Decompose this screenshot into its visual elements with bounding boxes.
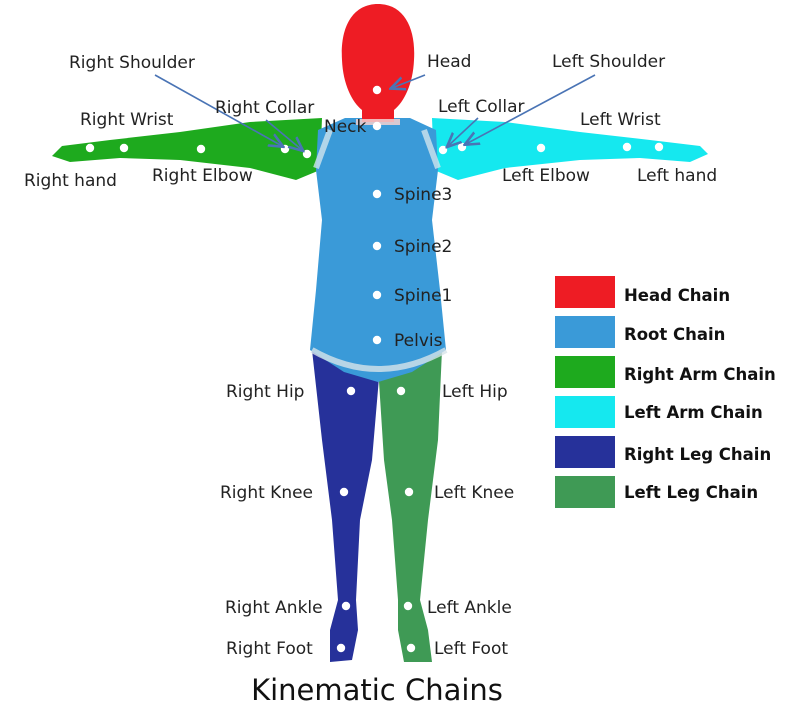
joint-left-wrist [623, 143, 631, 151]
joint-left-hand [655, 143, 663, 151]
joint-right-foot [337, 644, 345, 652]
label-head: Head [427, 52, 471, 72]
joint-left-shoulder [458, 143, 466, 151]
joint-left-collar [439, 146, 447, 154]
label-pelvis: Pelvis [394, 331, 443, 351]
legend-label-left-arm-chain: Left Arm Chain [624, 403, 763, 422]
joint-left-foot [407, 644, 415, 652]
legend-swatch-right-arm-chain [555, 356, 615, 388]
joint-left-ankle [404, 602, 412, 610]
legend-swatch-left-arm-chain [555, 396, 615, 428]
label-left-collar: Left Collar [438, 97, 525, 117]
label-left-shoulder: Left Shoulder [552, 52, 665, 72]
label-right-knee: Right Knee [220, 483, 313, 503]
joint-spine1 [373, 291, 381, 299]
legend-label-right-arm-chain: Right Arm Chain [624, 365, 776, 384]
legend-label-right-leg-chain: Right Leg Chain [624, 445, 771, 464]
legend-label-root-chain: Root Chain [624, 325, 725, 344]
label-spine1: Spine1 [394, 286, 452, 306]
label-left-hand: Left hand [637, 166, 717, 186]
joint-left-hip [397, 387, 405, 395]
joint-right-knee [340, 488, 348, 496]
joint-head [373, 86, 381, 94]
label-right-shoulder: Right Shoulder [69, 53, 195, 73]
joint-pelvis [373, 336, 381, 344]
joint-right-collar [303, 150, 311, 158]
label-neck: Neck [324, 117, 367, 137]
label-right-collar: Right Collar [215, 98, 314, 118]
label-spine2: Spine2 [394, 237, 452, 257]
legend-swatch-right-leg-chain [555, 436, 615, 468]
label-right-hand: Right hand [24, 171, 117, 191]
label-left-wrist: Left Wrist [580, 110, 661, 130]
label-left-foot: Left Foot [434, 639, 508, 659]
joint-right-hip [347, 387, 355, 395]
label-right-wrist: Right Wrist [80, 110, 174, 130]
joint-spine3 [373, 190, 381, 198]
joint-neck [373, 122, 381, 130]
label-left-elbow: Left Elbow [502, 166, 590, 186]
joint-spine2 [373, 242, 381, 250]
joint-right-wrist [120, 144, 128, 152]
label-right-elbow: Right Elbow [152, 166, 253, 186]
joint-left-elbow [537, 144, 545, 152]
diagram-caption: Kinematic Chains [251, 673, 503, 707]
label-right-hip: Right Hip [226, 382, 304, 402]
label-left-ankle: Left Ankle [427, 598, 512, 618]
joint-right-elbow [197, 145, 205, 153]
joint-right-hand [86, 144, 94, 152]
label-right-foot: Right Foot [226, 639, 313, 659]
head-chain-segment [342, 4, 414, 122]
legend-swatch-root-chain [555, 316, 615, 348]
label-right-ankle: Right Ankle [225, 598, 323, 618]
legend-swatch-head-chain [555, 276, 615, 308]
legend: Head Chain Root Chain Right Arm Chain Le… [555, 276, 776, 508]
label-spine3: Spine3 [394, 185, 452, 205]
legend-label-left-leg-chain: Left Leg Chain [624, 483, 758, 502]
joint-left-knee [405, 488, 413, 496]
label-left-knee: Left Knee [434, 483, 514, 503]
joint-right-ankle [342, 602, 350, 610]
label-left-hip: Left Hip [442, 382, 508, 402]
legend-label-head-chain: Head Chain [624, 286, 730, 305]
joint-right-shoulder [281, 145, 289, 153]
legend-swatch-left-leg-chain [555, 476, 615, 508]
